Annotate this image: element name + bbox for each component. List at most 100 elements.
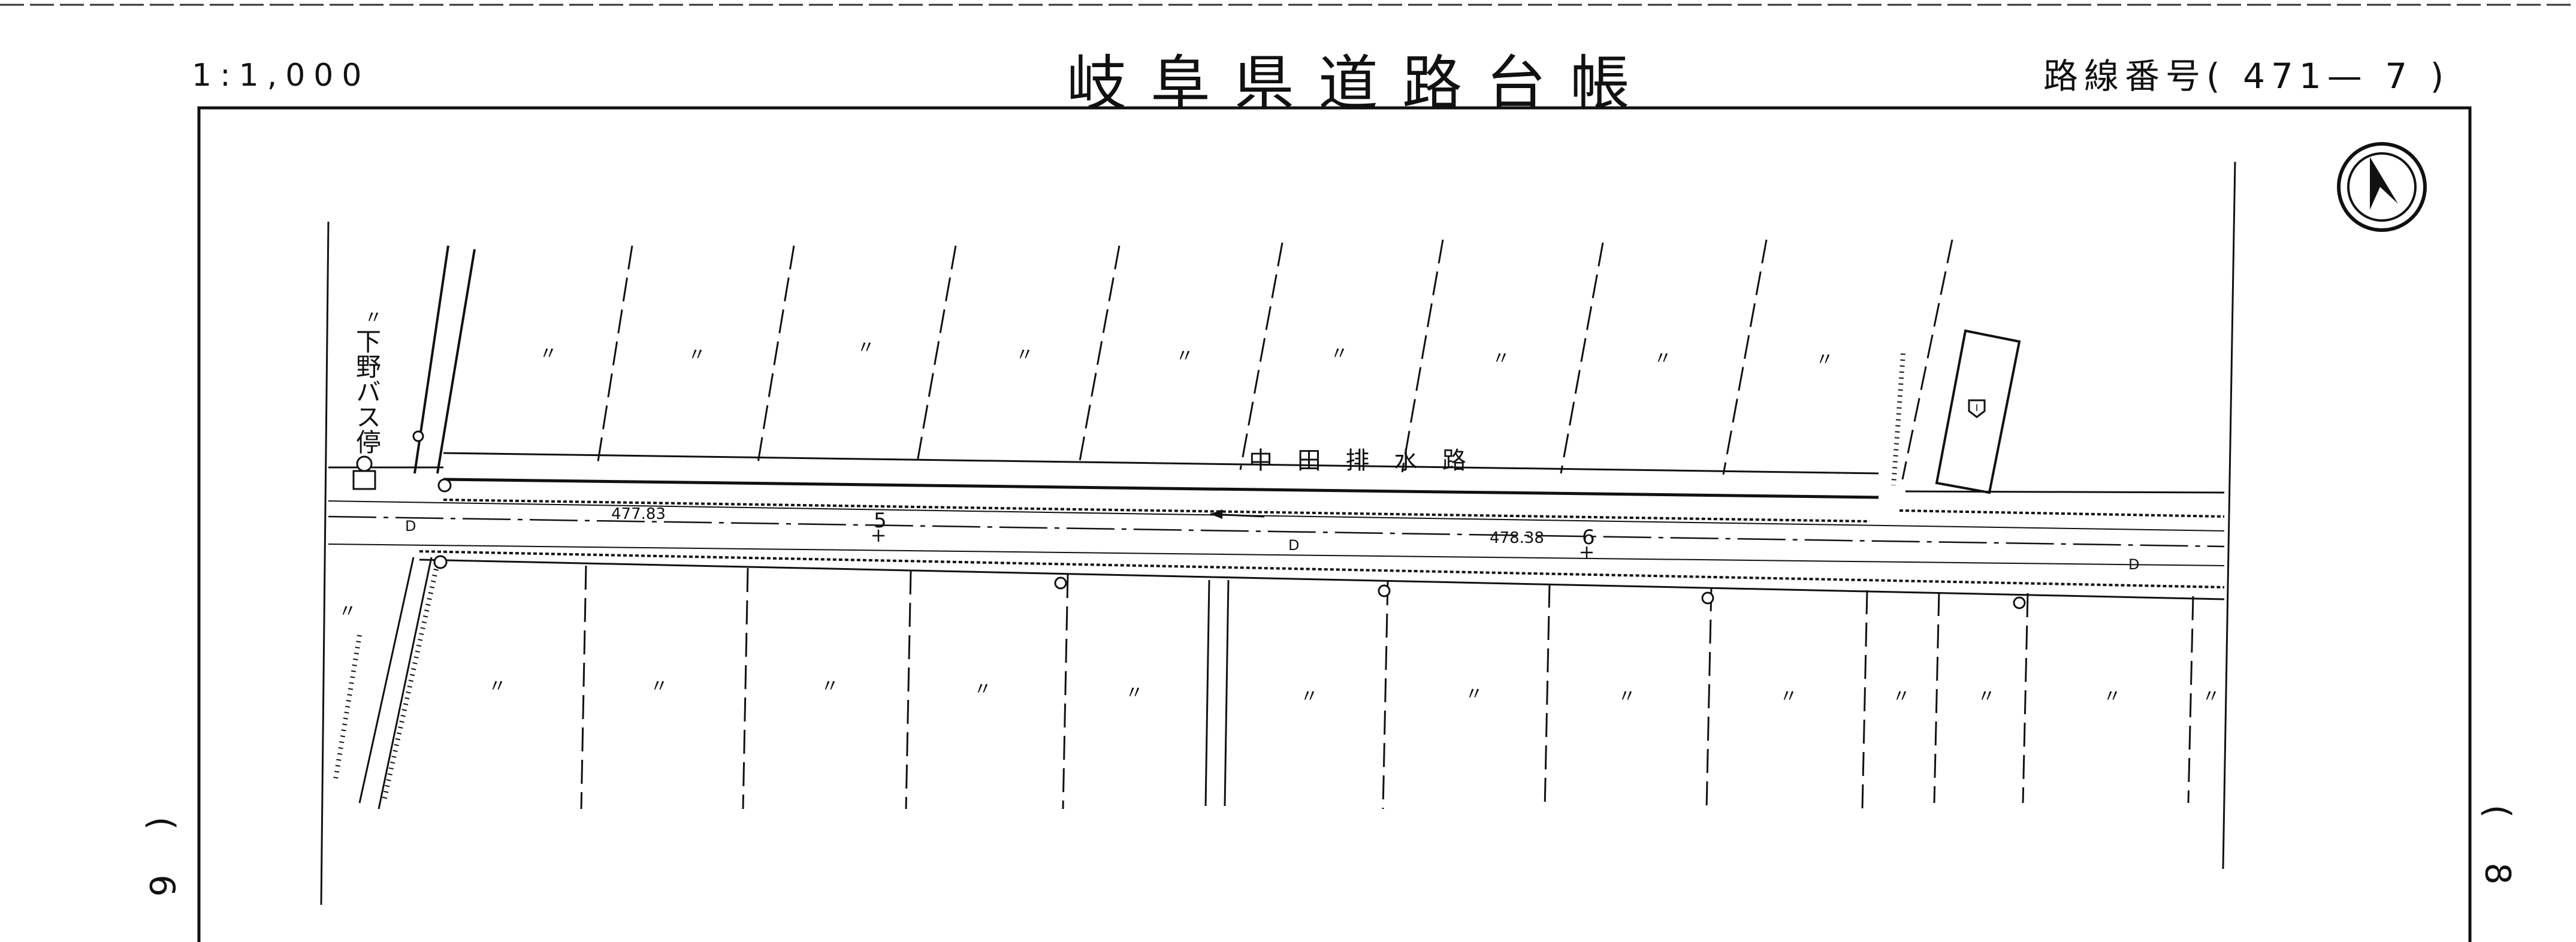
north-parcel-line [1560, 242, 1604, 474]
landuse-mark: 〃 [1300, 686, 1318, 707]
landuse-mark: 〃 [1176, 346, 1194, 367]
landuse-mark: 〃 [488, 676, 506, 697]
north-curb [443, 499, 1870, 523]
north-arrow-icon [2337, 142, 2427, 232]
landuse-mark: 〃 [2202, 686, 2220, 707]
north-curb-right [1899, 509, 2225, 518]
embankment-hatch-1 [333, 635, 362, 780]
building-icon: I [1935, 329, 2021, 494]
south-parcel-line [1861, 590, 1868, 810]
road-centerline [328, 515, 2225, 548]
landuse-mark: 〃 [1465, 684, 1483, 705]
bus-stop-box-icon [352, 470, 376, 490]
manhole-icon [433, 555, 448, 569]
south-parcel-line [742, 567, 749, 810]
north-parcel-line [1239, 242, 1284, 470]
utility-pole-icon [412, 430, 424, 442]
station-number: 6 [1582, 526, 1595, 550]
elevation-label: 477.83 [611, 505, 666, 523]
bus-stop-pole-icon [356, 455, 373, 472]
southwest-road-edge-2 [378, 557, 433, 810]
south-parcel-line [1705, 587, 1713, 810]
manhole-icon [437, 478, 452, 493]
map-scale: 1:1,000 [192, 58, 370, 93]
road-north-edge-right [1905, 490, 2225, 494]
south-parcel-line [1544, 583, 1551, 810]
landuse-mark: 〃 [857, 337, 875, 358]
bus-stop-label: 下野バス停 [352, 328, 382, 454]
landuse-mark: 〃 [821, 676, 839, 697]
landuse-mark: 〃 [364, 307, 382, 328]
drainage-south-edge [443, 478, 1879, 499]
south-parcel-line [2187, 596, 2194, 804]
landuse-mark: 〃 [650, 676, 668, 697]
landuse-mark: 〃 [2103, 686, 2121, 707]
south-parcel-line [2022, 593, 2029, 804]
north-parcel-line [757, 245, 795, 463]
south-parcel-lines [580, 565, 2194, 810]
south-parcel-line [1062, 573, 1069, 810]
north-parcel-line [597, 245, 633, 462]
landuse-mark: 〃 [974, 679, 992, 700]
north-landuse-marks: 〃 〃 〃 〃 〃 〃 〃 〃 〃 〃 [364, 307, 1834, 370]
centerline-mark: D [2128, 556, 2139, 573]
southwest-road-edge-1 [358, 557, 415, 804]
south-parcel-line [1382, 581, 1389, 810]
centerline-mark: D [405, 518, 416, 535]
landuse-mark: 〃 [688, 345, 706, 366]
west-side-road-edge-2 [436, 249, 476, 474]
route-close-paren: ) [2413, 56, 2450, 96]
route-number-label: 路線番号( 471— 7 ) [2043, 48, 2450, 98]
north-parcel-line [1722, 239, 1768, 475]
route-number-value: 471— 7 [2243, 56, 2414, 96]
utility-pole-icon [2013, 596, 2026, 609]
landuse-mark: 〃 [1816, 349, 1834, 370]
landuse-mark: 〃 [1330, 343, 1348, 364]
utility-pole-icon [1378, 584, 1391, 597]
utility-pole-icon [1701, 591, 1714, 605]
centerline-mark: D [1288, 537, 1299, 554]
landuse-mark: 〃 [1892, 686, 1910, 707]
south-landuse-marks: 〃 〃 〃 〃 〃 〃 〃 〃 〃 〃 〃 〃 〃 〃 [339, 601, 2220, 707]
road-south-edge [419, 558, 2225, 600]
landuse-mark: 〃 [1016, 345, 1034, 366]
landuse-mark: 〃 [539, 343, 557, 364]
south-parcel-line [1933, 591, 1940, 804]
landuse-mark: 〃 [339, 601, 357, 622]
south-parcel-line [580, 565, 587, 810]
route-label-text: 路線番号 [2043, 56, 2207, 96]
route-open-paren: ( [2206, 56, 2243, 96]
map-frame [197, 106, 2472, 942]
landuse-mark: 〃 [1780, 686, 1798, 707]
right-map-boundary [2222, 161, 2236, 869]
south-curb [419, 550, 2225, 588]
direction-arrow-icon [1210, 509, 1265, 519]
landuse-mark: 〃 [1618, 686, 1636, 707]
station-crosses [872, 530, 1593, 558]
south-ditch-edge-2 [1224, 579, 1230, 807]
utility-pole-icon [1054, 576, 1067, 590]
north-carriageway-line [328, 500, 2225, 532]
north-parcel-line [1401, 239, 1444, 473]
landuse-mark: 〃 [1977, 686, 1995, 707]
north-parcel-line [916, 245, 957, 466]
drainage-label: 中 田 排 水 路 [1249, 447, 1475, 475]
utility-pole-markers [356, 430, 2026, 609]
south-carriageway-line [328, 544, 2225, 566]
elevation-label: 478.38 [1490, 529, 1544, 547]
landuse-mark: 〃 [1125, 683, 1143, 704]
station-number: 5 [874, 509, 887, 533]
building-mark: I [1976, 402, 1979, 413]
north-parcel-line [1901, 239, 1953, 480]
embankment-hatch-2 [381, 563, 440, 804]
south-parcel-line [905, 570, 912, 810]
embankment-hatch-3 [1891, 353, 1905, 486]
drainage-north-edge [443, 452, 1879, 475]
landuse-mark: 〃 [1492, 348, 1510, 369]
landuse-mark: 〃 [1654, 348, 1672, 369]
south-ditch-edge-1 [1204, 579, 1210, 807]
north-parcel-line [1077, 245, 1121, 468]
north-parcel-lines [597, 239, 1953, 480]
left-map-boundary [320, 221, 330, 905]
